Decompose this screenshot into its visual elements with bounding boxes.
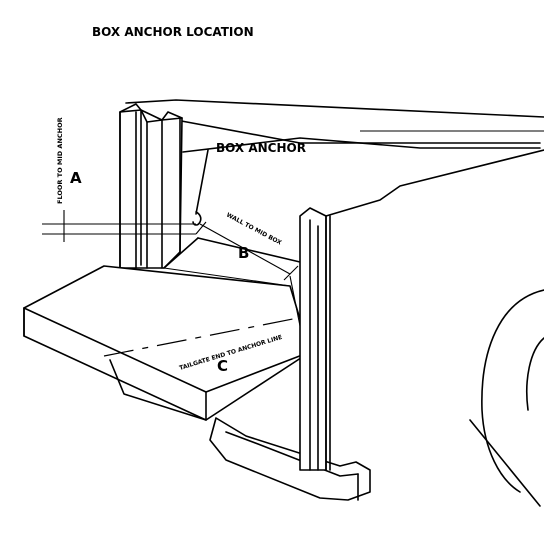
dimension-b-letter: B — [238, 244, 249, 262]
wheel-well — [469, 289, 544, 507]
dimension-b-lines — [195, 221, 301, 327]
side-wall-near — [299, 149, 544, 471]
front-post — [119, 103, 183, 269]
dimension-c-lines — [103, 317, 299, 357]
dimension-a-lines — [42, 210, 196, 242]
box-anchor-marker — [192, 149, 209, 226]
bed-wall-outline — [125, 99, 544, 153]
dimension-b-text: WALL TO MID BOX — [225, 212, 283, 247]
diagram-title: BOX ANCHOR LOCATION — [92, 25, 254, 39]
dimension-a-letter: A — [70, 169, 82, 187]
rear-bumper — [209, 417, 371, 501]
box-anchor-label: BOX ANCHOR — [216, 141, 306, 155]
dimension-c-letter: C — [217, 357, 228, 375]
dimension-a-text: FLOOR TO MID ANCHOR — [56, 117, 64, 204]
